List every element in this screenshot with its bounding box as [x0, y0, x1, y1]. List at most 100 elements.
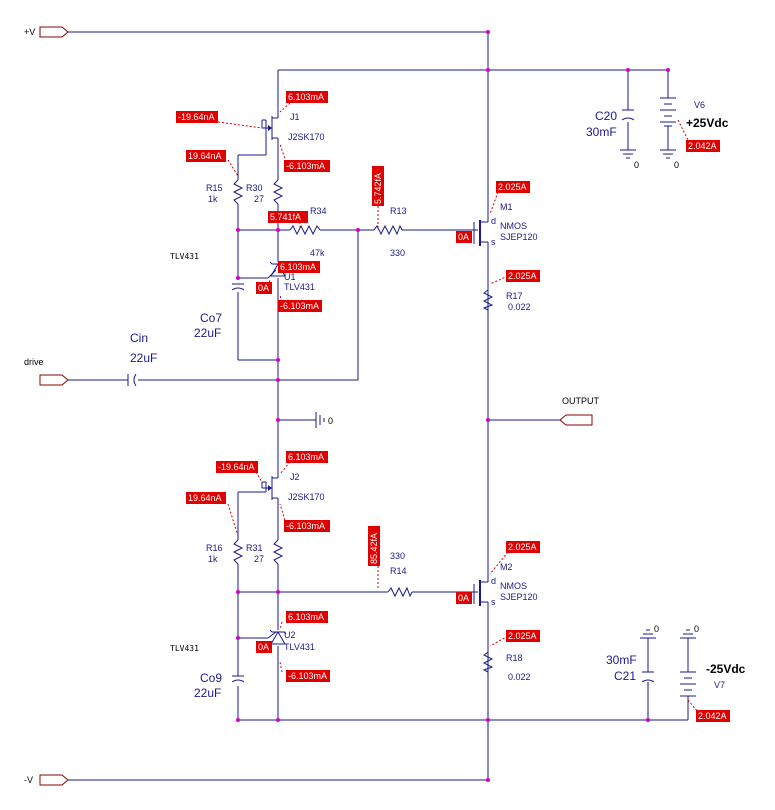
svg-text:-6.103mA: -6.103mA [280, 301, 319, 311]
probe-tag: 6.103mA [286, 451, 328, 463]
probe-tag: 5.742fA [372, 166, 384, 206]
shunt-regulator-u2: U2 TLV431 TLV431 [170, 629, 315, 653]
u1-side-label: TLV431 [170, 252, 199, 261]
r31-value: 27 [254, 554, 264, 564]
c20-value: 30mF [586, 125, 617, 139]
svg-text:0: 0 [654, 624, 659, 634]
v6-value: +25Vdc [686, 116, 729, 130]
svg-text:-6.103mA: -6.103mA [288, 671, 327, 681]
probe-tag: 2.025A [506, 270, 540, 282]
resistor-r18: R18 0.022 [482, 651, 531, 682]
ground-v7: 0 [680, 624, 699, 639]
c20-ref: C20 [595, 109, 617, 123]
dc-source-v7: -25Vdc V7 [680, 662, 746, 697]
svg-text:0A: 0A [258, 283, 269, 293]
m1-ref: M1 [500, 202, 513, 212]
probe-tag: 5.741fA [268, 211, 308, 223]
port-output: OUTPUT [559, 396, 600, 426]
svg-text:-6.103mA: -6.103mA [286, 521, 325, 531]
probes: 6.103mA -19.64nA 19.64nA -6.103mA 5.741f… [176, 91, 730, 722]
j2-ref: J2 [290, 472, 300, 482]
c21-value: 30mF [606, 653, 637, 667]
ground-v6: 0 [660, 149, 679, 170]
v7-value: -25Vdc [706, 662, 746, 676]
jfet-j2: J2 J2SK170 [261, 472, 325, 502]
svg-text:0A: 0A [458, 593, 469, 603]
r16-ref: R16 [206, 543, 223, 553]
svg-text:2.042A: 2.042A [688, 141, 717, 151]
port-vminus-label: -V [24, 775, 33, 785]
svg-text:6.103mA: 6.103mA [280, 262, 316, 272]
jfet-j1: J1 J2SK170 [261, 112, 325, 142]
resistor-r31: R31 27 [246, 539, 284, 565]
r14-value: 330 [390, 551, 405, 561]
capacitor-cin: Cin 22uF [127, 331, 157, 387]
svg-text:-6.103mA: -6.103mA [286, 161, 325, 171]
ground-c20: 0 [620, 149, 639, 170]
co7-ref: Co7 [200, 311, 222, 325]
svg-text:0: 0 [328, 416, 333, 426]
u2-ref: U2 [284, 630, 296, 640]
capacitor-c21: 30mF C21 [606, 653, 655, 683]
co9-ref: Co9 [200, 671, 222, 685]
j1-value: J2SK170 [288, 132, 325, 142]
svg-text:19.64nA: 19.64nA [188, 151, 222, 161]
probe-tag: -6.103mA [284, 160, 330, 172]
resistor-r34: R34 47k [289, 206, 327, 258]
svg-text:2.025A: 2.025A [508, 271, 537, 281]
r34-value: 47k [310, 248, 325, 258]
port-vminus: -V [24, 774, 69, 786]
m2-ref: M2 [500, 562, 513, 572]
resistor-r30: R30 27 [246, 179, 284, 205]
port-drive-label: drive [24, 357, 44, 367]
probe-tag: 6.103mA [286, 611, 328, 623]
resistor-r16: R16 1k [206, 539, 244, 565]
svg-text:-19.64nA: -19.64nA [178, 112, 215, 122]
r34-ref: R34 [310, 206, 327, 216]
port-output-label: OUTPUT [562, 396, 600, 406]
svg-text:6.103mA: 6.103mA [288, 452, 324, 462]
probe-tag: 0A [456, 592, 472, 604]
probe-tag: 2.042A [696, 710, 730, 722]
svg-text:0: 0 [634, 160, 639, 170]
probe-tag: -6.103mA [278, 300, 322, 312]
capacitor-co9: Co9 22uF [194, 671, 245, 700]
probe-tag: 0A [456, 231, 472, 243]
co9-value: 22uF [194, 686, 221, 700]
probe-tag: 0A [256, 641, 272, 653]
svg-text:s: s [491, 597, 496, 607]
u1-value: TLV431 [284, 282, 315, 292]
mosfet-m1: d s M1 NMOS SJEP120 [473, 202, 538, 247]
probe-tag: 19.64nA [186, 492, 226, 504]
probe-tag: -6.103mA [286, 670, 330, 682]
probe-tag: -19.64nA [216, 461, 258, 473]
svg-text:2.025A: 2.025A [508, 631, 537, 641]
r17-value: 0.022 [508, 302, 531, 312]
probe-tag: 85.42fA [368, 526, 380, 566]
svg-text:0: 0 [694, 624, 699, 634]
probe-tag: 6.103mA [286, 91, 328, 103]
r15-ref: R15 [206, 183, 223, 193]
svg-text:d: d [491, 576, 496, 586]
svg-text:2.025A: 2.025A [498, 182, 527, 192]
svg-text:-19.64nA: -19.64nA [218, 462, 255, 472]
svg-text:0: 0 [674, 160, 679, 170]
svg-text:0A: 0A [258, 642, 269, 652]
probe-tag: 0A [256, 282, 272, 294]
r15-value: 1k [208, 194, 218, 204]
r30-ref: R30 [246, 183, 263, 193]
u2-side-label: TLV431 [170, 644, 199, 653]
probe-tag: 2.042A [686, 140, 720, 152]
svg-text:19.64nA: 19.64nA [188, 493, 222, 503]
resistor-r13: R13 330 [373, 206, 407, 258]
capacitor-c20: C20 30mF [586, 109, 635, 139]
resistor-r14: 330 R14 [387, 551, 413, 598]
port-drive: drive [24, 357, 69, 386]
m1-type: NMOS [500, 221, 527, 231]
probe-tag: 2.025A [506, 630, 540, 642]
v7-ref: V7 [714, 680, 725, 690]
v6-ref: V6 [694, 100, 705, 110]
co7-value: 22uF [194, 326, 221, 340]
junctions [236, 30, 670, 782]
